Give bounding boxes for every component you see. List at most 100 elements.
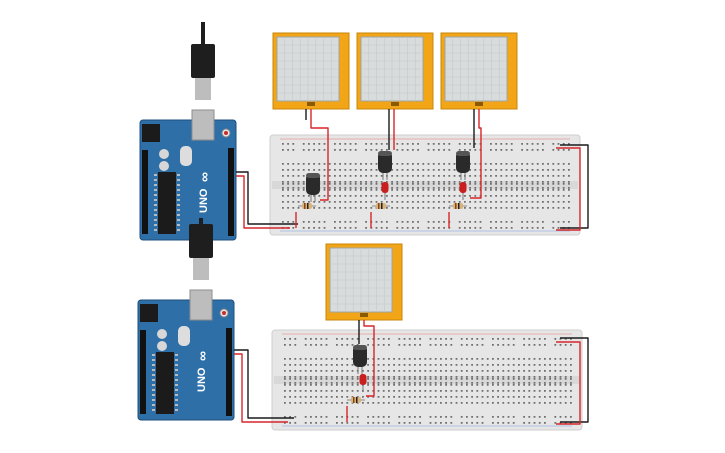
breadboard-2-hole-row — [284, 422, 572, 424]
resistor-4-band — [356, 397, 358, 403]
arduino-uno-1-chip-pin — [154, 184, 157, 186]
arduino-uno-2-chip-pin — [175, 374, 178, 376]
arduino-uno-2-chip-pin — [175, 394, 178, 396]
arduino-uno-1-chip-pin — [177, 189, 180, 191]
led-1 — [381, 182, 389, 200]
breadboard-2 — [271, 329, 583, 431]
breadboard-2-hole-row — [284, 364, 572, 366]
breadboard-1-hole-row — [282, 175, 570, 177]
display-1 — [272, 32, 350, 110]
arduino-uno-2-chip-pin — [152, 369, 155, 371]
breadboard-1-hole-row — [282, 149, 570, 151]
breadboard-2-hole-row — [284, 390, 572, 392]
arduino-uno-1-chip-pin — [154, 174, 157, 176]
capacitor-1-top — [306, 173, 320, 178]
arduino-uno-1-cap-b — [159, 161, 169, 171]
arduino-uno-1 — [139, 109, 237, 241]
breadboard-1-hole-row — [282, 183, 570, 185]
arduino-uno-2-usb-port — [189, 289, 213, 321]
breadboard-1-hole-row — [282, 163, 570, 165]
usb-cable-2-connector — [193, 258, 209, 280]
capacitor-4-top — [353, 345, 367, 350]
resistor-4-band — [353, 397, 355, 403]
arduino-uno-2-chip-pin — [152, 354, 155, 356]
capacitor-2-top — [378, 151, 392, 156]
usb-cable-1-plug — [191, 44, 215, 78]
display-2 — [356, 32, 434, 110]
arduino-uno-2-chip-pin — [175, 369, 178, 371]
arduino-uno-2-chip-pin — [152, 374, 155, 376]
breadboard-2-hole-row — [284, 378, 572, 380]
arduino-uno-2-chip-pin — [175, 389, 178, 391]
arduino-uno-1-chip-pin — [177, 204, 180, 206]
breadboard-1 — [269, 134, 581, 236]
arduino-uno-2-chip — [156, 352, 174, 414]
arduino-uno-1-chip-pin — [154, 179, 157, 181]
breadboard-2-hole-row — [284, 344, 572, 346]
arduino-uno-2 — [137, 289, 235, 421]
arduino-uno-1-chip-pin — [154, 199, 157, 201]
arduino-uno-1-chip-pin — [154, 229, 157, 231]
breadboard-2-hole-row — [284, 358, 572, 360]
breadboard-2-hole-row — [284, 416, 572, 418]
breadboard-1-hole-row — [282, 207, 570, 209]
wire-rail-vcc-1 — [556, 147, 581, 231]
arduino-uno-1-chip-pin — [177, 229, 180, 231]
board-label-uno-2: UNO — [196, 367, 208, 392]
arduino-uno-2-chip-pin — [175, 384, 178, 386]
wire-display-3 — [470, 109, 482, 199]
breadboard-2-hole-row — [284, 402, 572, 404]
arduino-uno-2-chip-pin — [175, 364, 178, 366]
wire-display-1 — [310, 109, 329, 201]
arduino-uno-1-reset-cap — [224, 131, 228, 135]
resistor-1-band — [307, 203, 309, 209]
arduino-uno-2-chip-pin — [175, 409, 178, 411]
capacitor-1-body — [306, 173, 320, 195]
arduino-uno-1-chip-pin — [154, 189, 157, 191]
breadboard-1-hole-row — [282, 221, 570, 223]
breadboard-2-hole-row — [284, 396, 572, 398]
arduino-uno-2-chip-pin — [152, 409, 155, 411]
wire-rail-gnd-2 — [560, 337, 589, 423]
resistor-3 — [449, 203, 467, 209]
wire-display-4 — [363, 320, 375, 397]
breadboard-2-channel — [274, 376, 580, 384]
arduino-uno-1-chip-pin — [154, 224, 157, 226]
capacitor-4-body — [353, 345, 367, 367]
arduino-uno-2-chip-pin — [152, 404, 155, 406]
arduino-uno-1-chip-pin — [177, 199, 180, 201]
led-3-body — [359, 374, 367, 385]
resistor-2-band — [381, 203, 383, 209]
wire-gnd-board-1 — [236, 171, 298, 225]
wire-rail-gnd-1 — [560, 144, 589, 229]
breadboard-2-hole-row — [284, 370, 572, 372]
wire-gnd-board-2 — [234, 349, 294, 419]
usb-cable-2 — [189, 218, 213, 280]
led-2 — [459, 182, 467, 200]
board-label-uno-1: UNO — [198, 188, 210, 213]
arduino-uno-2-chip-pin — [175, 354, 178, 356]
capacitor-2 — [378, 151, 392, 180]
arduino-uno-1-chip-pin — [154, 219, 157, 221]
arduino-uno-1-cap-a — [159, 149, 169, 159]
resistor-1-band — [304, 203, 306, 209]
breadboard-2-hole-row — [284, 382, 572, 384]
capacitor-3 — [456, 151, 470, 180]
arduino-uno-2-chip-pin — [175, 359, 178, 361]
arduino-uno-1-chip-pin — [177, 194, 180, 196]
board-brand-mark-2: ∞ — [194, 351, 210, 361]
arduino-uno-2-crystal — [178, 326, 190, 346]
breadboard-2-hole-row — [284, 376, 572, 378]
arduino-uno-1-crystal — [180, 146, 192, 166]
resistor-2-band — [378, 203, 380, 209]
breadboard-1-hole-row — [282, 169, 570, 171]
arduino-uno-2-header-power — [140, 330, 146, 414]
capacitor-2-body — [378, 151, 392, 173]
resistor-3-band — [458, 203, 460, 209]
arduino-uno-2-chip-pin — [152, 379, 155, 381]
capacitor-1 — [306, 173, 320, 202]
arduino-uno-1-header-digital — [228, 148, 234, 236]
wire-rail-vcc-2 — [556, 341, 581, 425]
arduino-uno-2-chip-pin — [175, 404, 178, 406]
